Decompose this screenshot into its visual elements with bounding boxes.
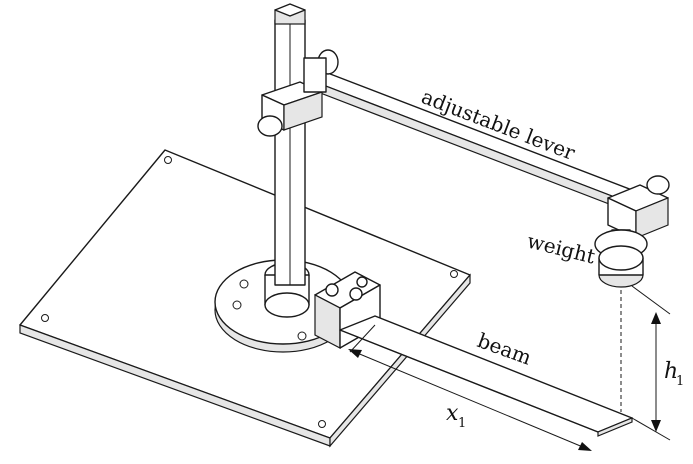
label-h1-subscript: 1	[676, 374, 684, 389]
base-bolt	[297, 331, 307, 341]
vertical-column	[274, 3, 306, 286]
label-x1-subscript: 1	[458, 416, 466, 431]
base-bolt	[239, 279, 249, 289]
h1-dimension	[631, 285, 671, 441]
base-bolt	[232, 300, 242, 310]
x1-dimension	[348, 324, 592, 451]
plate-hole	[318, 420, 326, 428]
plate-hole	[450, 270, 458, 278]
weight-carrier	[594, 175, 670, 288]
label-x1: x	[446, 401, 459, 426]
plate-hole	[164, 156, 172, 164]
label-h1: h	[664, 359, 678, 384]
adjustable-lever	[309, 71, 646, 213]
plate-hole	[41, 314, 49, 322]
column-clamp	[257, 49, 339, 137]
label-weight: weight	[525, 229, 598, 269]
